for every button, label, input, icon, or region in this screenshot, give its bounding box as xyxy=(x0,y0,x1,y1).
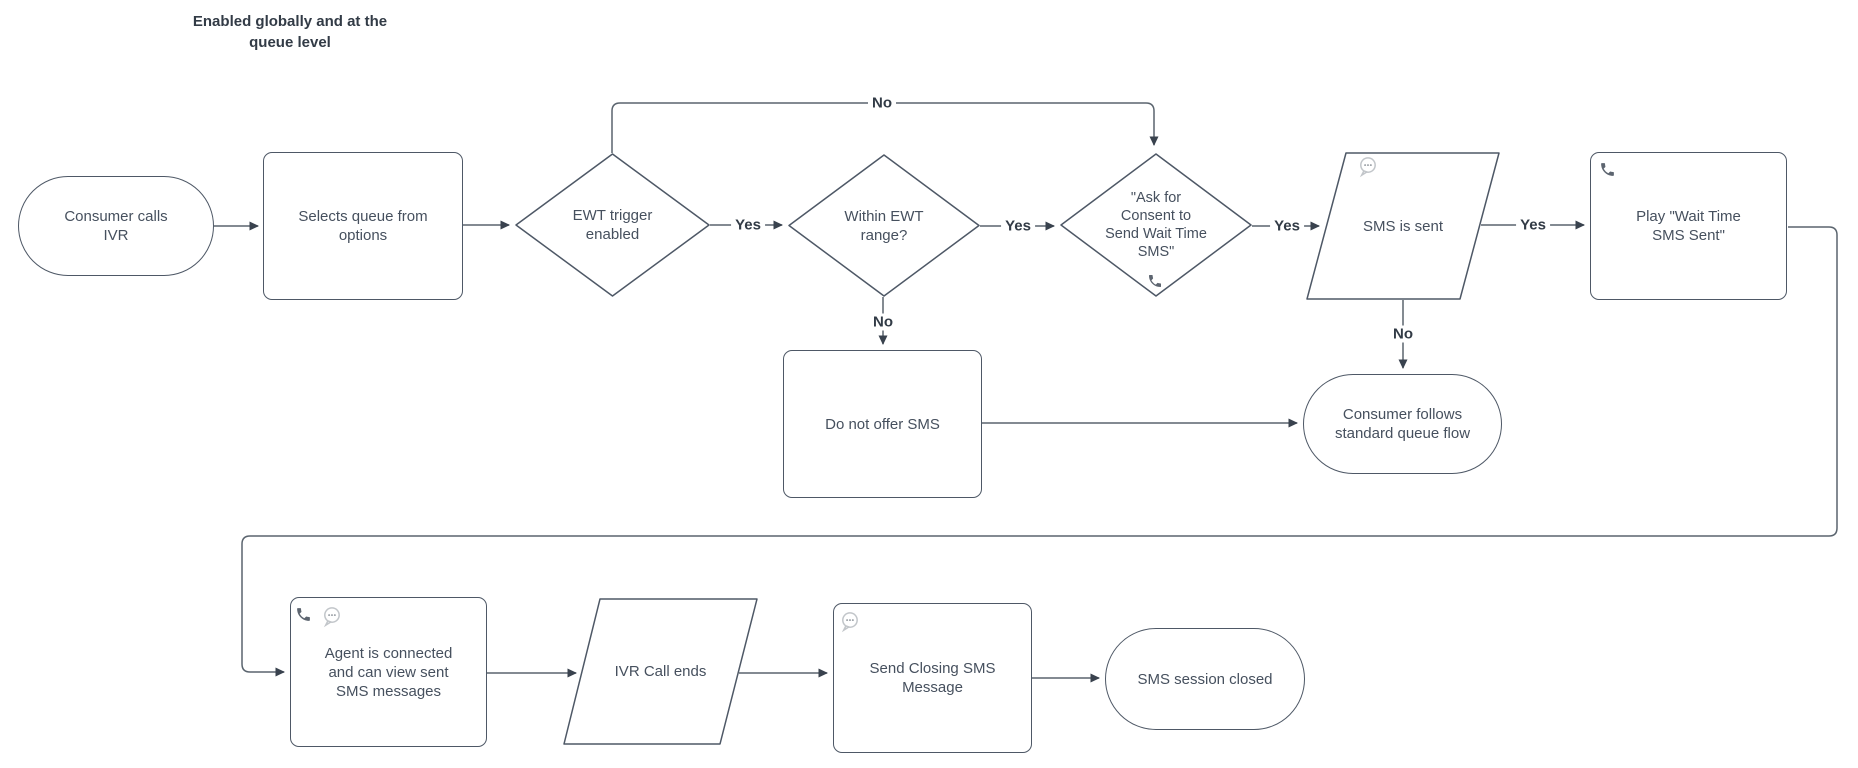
phone-icon xyxy=(1601,163,1614,176)
node-label: SMS is sent xyxy=(1362,217,1444,235)
node-label: Send Closing SMS Message xyxy=(869,660,996,696)
node-do-not-offer-sms[interactable]: Do not offer SMS xyxy=(783,350,982,498)
node-label: Within EWT range? xyxy=(844,207,924,244)
node-label: EWT trigger enabled xyxy=(572,207,653,243)
diagram-title: Enabled globally and at the queue level xyxy=(192,13,388,51)
node-agent-connected[interactable]: Agent is connected and can view sent SMS… xyxy=(290,597,487,747)
node-sms-sent[interactable]: SMS is sent xyxy=(1306,152,1500,300)
edge-label-yes: Yes xyxy=(1516,216,1550,234)
node-selects-queue[interactable]: Selects queue from options xyxy=(263,152,463,300)
edge-label-no: No xyxy=(1389,325,1417,343)
edge-label-yes: Yes xyxy=(1270,217,1304,235)
node-consumer-calls-ivr[interactable]: Consumer calls IVR xyxy=(18,176,214,276)
node-ask-consent[interactable]: "Ask for Consent to Send Wait Time SMS" xyxy=(1060,153,1252,297)
node-play-wait-time[interactable]: Play "Wait Time SMS Sent" xyxy=(1590,152,1787,300)
node-label: Consumer follows standard queue flow xyxy=(1334,406,1471,442)
edge-label-no: No xyxy=(869,313,897,331)
node-label: Consumer calls IVR xyxy=(64,208,168,244)
node-ewt-trigger[interactable]: EWT trigger enabled xyxy=(515,153,710,297)
node-label: Selects queue from options xyxy=(298,208,428,244)
phone-icon xyxy=(1149,275,1161,287)
node-label: Play "Wait Time SMS Sent" xyxy=(1636,208,1741,244)
speech-bubble-icon xyxy=(841,612,858,633)
node-label: IVR Call ends xyxy=(614,663,707,680)
node-ivr-call-ends[interactable]: IVR Call ends xyxy=(563,598,758,745)
node-sms-session-closed[interactable]: SMS session closed xyxy=(1105,628,1305,730)
node-label: "Ask for Consent to Send Wait Time SMS" xyxy=(1105,190,1207,260)
phone-icon xyxy=(297,608,310,621)
node-standard-queue-flow[interactable]: Consumer follows standard queue flow xyxy=(1303,374,1502,474)
node-label: Do not offer SMS xyxy=(825,415,940,433)
node-label: Agent is connected and can view sent SMS… xyxy=(324,644,453,700)
edge-label-yes: Yes xyxy=(1001,217,1035,235)
edge-label-yes: Yes xyxy=(731,216,765,234)
edge-label-no: No xyxy=(868,94,896,112)
speech-bubble-icon xyxy=(323,607,340,628)
node-within-ewt[interactable]: Within EWT range? xyxy=(788,154,980,297)
node-label: SMS session closed xyxy=(1137,670,1273,688)
node-send-closing-sms[interactable]: Send Closing SMS Message xyxy=(833,603,1032,753)
speech-bubble-icon xyxy=(1359,157,1376,178)
